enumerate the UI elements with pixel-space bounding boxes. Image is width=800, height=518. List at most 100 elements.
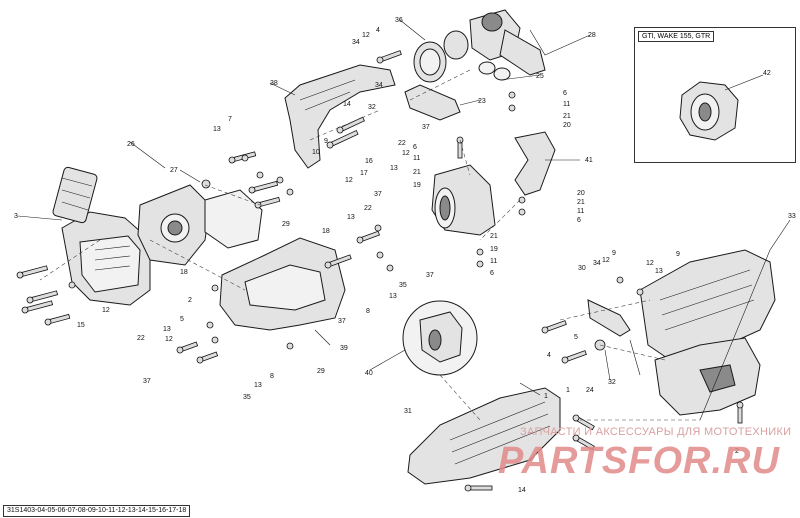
callout-29b: 29 (317, 368, 325, 375)
callout-12b: 12 (402, 150, 410, 157)
callout-12e: 12 (102, 307, 110, 314)
callout-32: 32 (368, 104, 376, 111)
leader-lines (17, 19, 791, 421)
callout-36: 36 (395, 17, 403, 24)
callout-18: 18 (322, 228, 330, 235)
assembly-lines (39, 69, 700, 421)
callout-13c: 13 (347, 214, 355, 221)
callout-9b: 9 (612, 250, 616, 257)
callout-27: 27 (170, 167, 178, 174)
callout-labels: 3 26 27 7 13 38 36 4 12 34 28 25 23 37 3… (14, 17, 796, 494)
callout-7: 7 (228, 116, 232, 123)
bracket-30 (587, 299, 631, 337)
callout-8: 8 (366, 308, 370, 315)
callout-3: 3 (14, 213, 18, 220)
callout-10: 10 (312, 149, 320, 156)
callout-30: 30 (578, 265, 586, 272)
callout-5b: 5 (574, 334, 578, 341)
callout-12g: 12 (646, 260, 654, 267)
callout-21d: 21 (490, 233, 498, 240)
muffler-33 (639, 249, 776, 416)
bracket-41 (514, 131, 556, 196)
part-23 (404, 84, 461, 121)
frame-29 (219, 237, 346, 331)
callout-15: 15 (77, 322, 85, 329)
callout-1b: 1 (544, 393, 548, 400)
callout-41: 41 (585, 157, 593, 164)
callout-13b: 13 (390, 165, 398, 172)
callout-37c: 37 (426, 272, 434, 279)
callout-12: 12 (362, 32, 370, 39)
inset-part-42 (679, 81, 739, 141)
callout-37b: 37 (374, 191, 382, 198)
callout-20b: 20 (577, 190, 585, 197)
callout-6: 6 (563, 90, 567, 97)
variant-inset-box: GTI, WAKE 155, GTR (634, 27, 796, 163)
callout-22b: 22 (364, 205, 372, 212)
callout-28: 28 (588, 32, 596, 39)
callout-13f: 13 (254, 382, 262, 389)
bracket-38 (284, 64, 396, 169)
callout-8b: 8 (270, 373, 274, 380)
callout-35b: 35 (243, 394, 251, 401)
callout-18b: 18 (180, 269, 188, 276)
callout-17: 17 (360, 170, 368, 177)
callout-16: 16 (365, 158, 373, 165)
callout-6d: 6 (490, 270, 494, 277)
callout-14: 14 (343, 101, 351, 108)
cover-31 (407, 387, 561, 485)
callout-37: 37 (422, 124, 430, 131)
callout-37e: 37 (143, 378, 151, 385)
callout-13: 13 (213, 126, 221, 133)
callout-12c: 12 (345, 177, 353, 184)
callout-42: 42 (763, 70, 771, 77)
callout-9: 9 (324, 138, 328, 145)
callout-33: 33 (788, 213, 796, 220)
callout-39: 39 (340, 345, 348, 352)
callout-23: 23 (478, 98, 486, 105)
callout-20: 20 (563, 122, 571, 129)
callout-12d: 12 (165, 336, 173, 343)
callout-31: 31 (404, 408, 412, 415)
callout-9c: 9 (676, 251, 680, 258)
callout-21b: 21 (413, 169, 421, 176)
callout-13e: 13 (163, 326, 171, 333)
callout-11c: 11 (577, 208, 584, 215)
callout-21: 21 (563, 113, 571, 120)
throttle-body (413, 9, 546, 83)
callout-19b: 19 (490, 246, 498, 253)
fasteners (16, 50, 744, 492)
callout-6b: 6 (413, 144, 417, 151)
callout-22c: 22 (137, 335, 145, 342)
callout-37d: 37 (338, 318, 346, 325)
elbow-19 (431, 164, 496, 236)
callout-34c: 34 (593, 260, 601, 267)
callout-29: 29 (282, 221, 290, 228)
callout-26: 26 (127, 141, 135, 148)
callout-12f: 12 (602, 257, 610, 264)
callout-34b: 34 (375, 82, 383, 89)
callout-19: 19 (413, 182, 421, 189)
callout-11b: 11 (413, 155, 420, 162)
intake-housing-26 (52, 166, 151, 306)
inset-title: GTI, WAKE 155, GTR (638, 31, 715, 42)
callout-32b: 32 (608, 379, 616, 386)
watermark-text: ЗАПЧАСТИ И АКСЕССУАРЫ ДЛЯ МОТОТЕХНИКИ (520, 426, 792, 438)
callout-22: 22 (398, 140, 406, 147)
detail-circle-40 (402, 300, 478, 376)
gasket-27 (137, 184, 263, 266)
callout-24: 24 (586, 387, 594, 394)
callout-25: 25 (536, 73, 544, 80)
callout-38: 38 (270, 80, 278, 87)
callout-6c: 6 (577, 217, 581, 224)
reference-code: 31S1403-04-05-06-07-08-09-10-11-12-13-14… (3, 505, 191, 517)
callout-5: 5 (180, 316, 184, 323)
callout-1: 1 (566, 387, 570, 394)
callout-11d: 11 (490, 258, 497, 265)
callout-14b: 14 (518, 487, 526, 494)
watermark-logo: PARTSFOR.RU (498, 440, 780, 482)
callout-13d: 13 (389, 293, 397, 300)
callout-2b: 2 (735, 448, 739, 455)
